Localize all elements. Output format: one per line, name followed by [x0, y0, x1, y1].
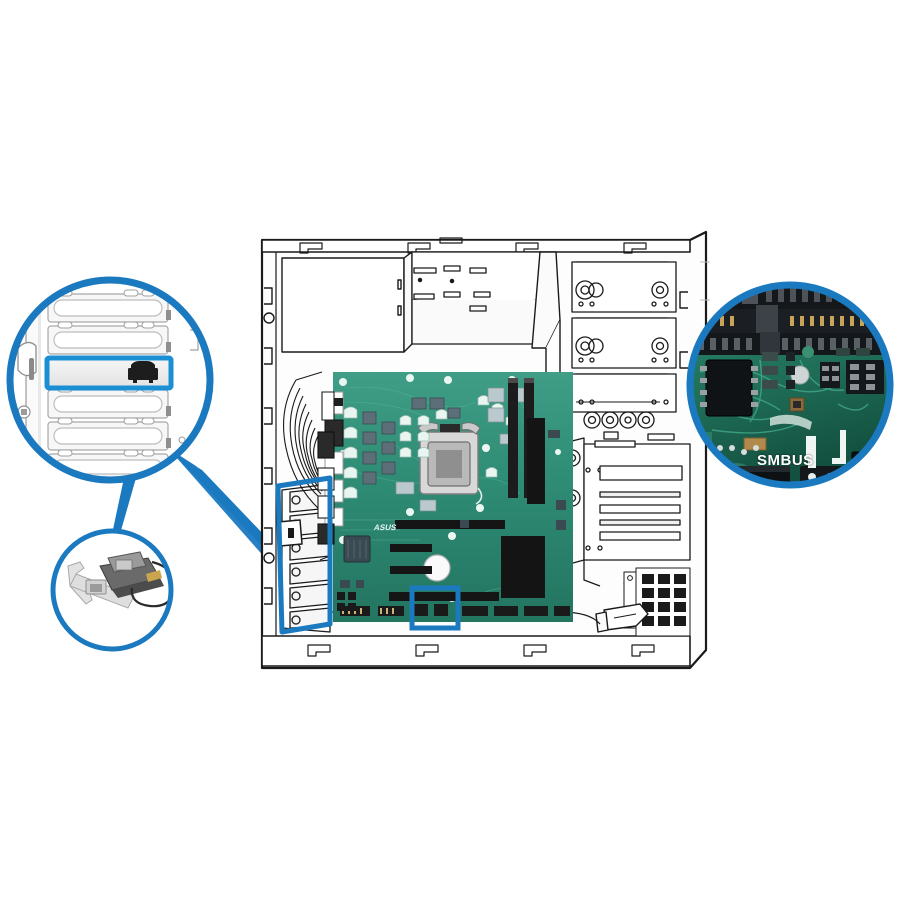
- highlight-boxes: [275, 475, 461, 635]
- motherboard-smbus-highlight: [409, 585, 461, 631]
- callout-circle-left: [6, 276, 214, 484]
- rear-expansion-slot-bracket-zoom: [6, 276, 214, 484]
- cpu-socket: [417, 422, 483, 505]
- pcie-x1-slot-1: [390, 544, 432, 552]
- pcie-x1-slot-2: [390, 566, 432, 574]
- zoom-block-pins: [862, 468, 890, 476]
- leader-bracket-to-chassis-2: [168, 448, 286, 568]
- highlighted-slot-bracket: [44, 355, 174, 391]
- callout-circle-card: [50, 528, 174, 652]
- chassis-psu-shroud: [281, 251, 413, 353]
- small-ics: [340, 430, 566, 588]
- zoom-ic-pins: [700, 366, 758, 407]
- pcie-x16-slot-right: [501, 536, 545, 598]
- smbus-silkscreen-corner: [840, 430, 846, 458]
- expansion-slots: [389, 418, 545, 601]
- header-block-left: [337, 592, 356, 611]
- zoom-block-connector: [851, 451, 890, 485]
- atx-motherboard: [324, 372, 573, 622]
- header-pin-row-3: [698, 338, 872, 350]
- chassis-behind-right-callout: [700, 261, 710, 301]
- callout-circle-right: [686, 281, 894, 489]
- chipset-heatsink: [343, 535, 371, 563]
- chassis-bottom-rail: [261, 635, 691, 667]
- smbus-header-zoom: [686, 281, 894, 506]
- chassis-front-latch: [595, 603, 649, 633]
- chassis-top-notches: [299, 237, 647, 254]
- chassis-top-bracket: [411, 251, 541, 345]
- zoom-ic-chip: [705, 359, 753, 417]
- chassis-slot-bracket-highlight: [275, 475, 333, 635]
- smbus-silkscreen-bracket: [806, 436, 816, 468]
- vrm-components: [343, 387, 525, 512]
- chassis-bottom-notches: [307, 644, 655, 657]
- pcie-x16-slot-upper-right: [527, 418, 545, 504]
- pcie-x16-slot-top: [395, 520, 505, 529]
- chassis-drive-bays: [571, 261, 677, 441]
- slot-connector-icon: [128, 361, 158, 383]
- leader-bracket-to-card: [112, 478, 136, 534]
- pcie-expansion-card-zoom: [50, 528, 174, 652]
- zoom-sata-connector: [700, 472, 790, 485]
- chassis-hdd-cage: [559, 437, 691, 589]
- chassis-top-rail: [261, 239, 691, 253]
- zoom-sata-pins: [712, 500, 774, 506]
- chipset-fins: [347, 540, 367, 558]
- pci-slot: [389, 592, 499, 601]
- chassis-left-clips: [263, 287, 275, 605]
